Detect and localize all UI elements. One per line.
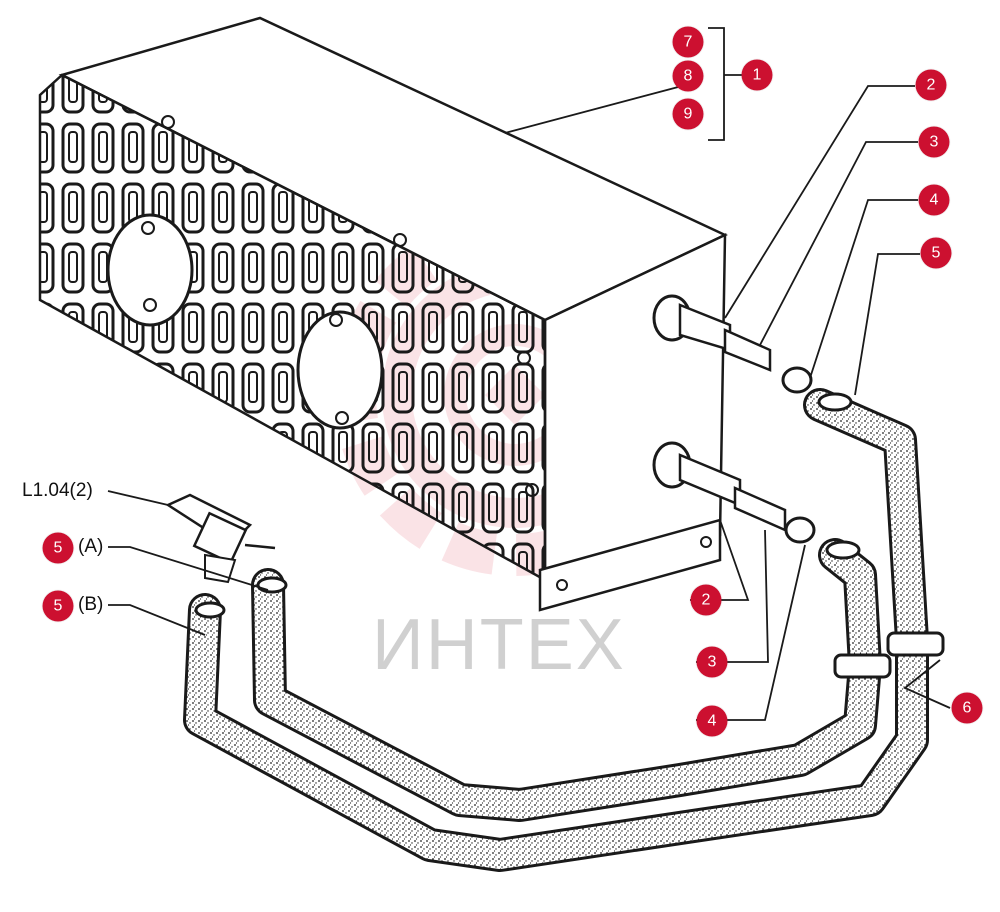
callout-2-upper[interactable]: 2 — [915, 69, 947, 101]
hose-a-label: (A) — [78, 536, 104, 557]
callout-3-upper[interactable]: 3 — [918, 126, 950, 158]
hose-b-label: (B) — [78, 594, 104, 615]
hose-b-end — [194, 601, 226, 619]
callout-8[interactable]: 8 — [672, 60, 704, 92]
watermark-text: ИНТЕХ — [372, 605, 626, 685]
callout-5-hose-a[interactable]: 5 — [42, 532, 74, 564]
heater-radiator — [38, 16, 728, 612]
valve-assembly — [165, 493, 276, 584]
lower-fitting — [652, 441, 816, 544]
callout-2-lower[interactable]: 2 — [690, 584, 722, 616]
callout-7[interactable]: 7 — [672, 26, 704, 58]
callout-4-lower[interactable]: 4 — [696, 705, 728, 737]
callout-1[interactable]: 1 — [741, 59, 773, 91]
callout-4-upper[interactable]: 4 — [918, 184, 950, 216]
callout-3-lower[interactable]: 3 — [696, 646, 728, 678]
hose-right-outer — [183, 388, 929, 872]
hose-right-inner — [251, 538, 882, 822]
upper-fitting — [652, 294, 813, 394]
hose-a-end — [256, 576, 288, 594]
callout-5-upper[interactable]: 5 — [920, 237, 952, 269]
reference-label: L1.04(2) — [22, 480, 93, 501]
callout-9[interactable]: 9 — [672, 98, 704, 130]
callout-6[interactable]: 6 — [951, 692, 983, 724]
callout-5-hose-b[interactable]: 5 — [42, 590, 74, 622]
hose-clamps — [833, 631, 945, 679]
